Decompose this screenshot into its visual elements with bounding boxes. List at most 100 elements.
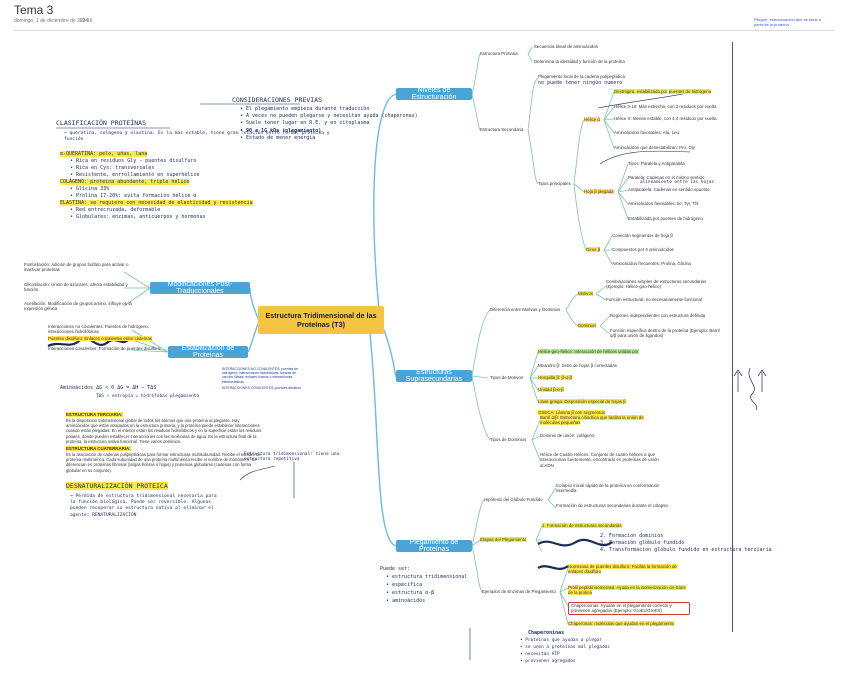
branch-modificaciones-post-traduccionales[interactable]: Modificaciones Post-Traduccionales xyxy=(150,281,250,295)
node-etapa[interactable]: 1. Formación de estructuras secundarias xyxy=(542,523,622,529)
node-hoja-item[interactable]: Paralela: Cadenas en el mismo sentido xyxy=(628,175,705,180)
hw-bottom-list-item: Puede ser: xyxy=(380,566,411,572)
node-estabilizacion-item[interactable]: Puentes disulfuro: Enlaces covalentes en… xyxy=(48,336,152,342)
page-time: 23:16 xyxy=(80,18,93,24)
node-estabilizacion-item[interactable]: Interacciones no covalentes: Puentes de … xyxy=(48,324,150,335)
node-dominios[interactable]: Dominios xyxy=(578,323,597,329)
node-helice-alfa[interactable]: Hélice α xyxy=(584,117,600,123)
node-motivos-desc[interactable]: Combinaciones simples de estructuras sec… xyxy=(606,279,707,290)
node-formacion[interactable]: Formación de estructuras secundarias dur… xyxy=(556,503,668,508)
node-helice-item[interactable]: Aminoácidos que desestabilizan: Pro, Gly xyxy=(614,145,696,150)
node-tipos-dominios[interactable]: Tipos de Dominios xyxy=(490,437,527,442)
central-topic[interactable]: Estructura Tridimensional de las Proteín… xyxy=(258,306,384,334)
node-giros-beta[interactable]: Giros β xyxy=(586,247,601,253)
node-tipos-principales[interactable]: Tipos principales xyxy=(538,181,571,186)
node-motivo-item[interactable]: Unidad β-α-β xyxy=(538,387,564,393)
hw-consideracion-item: • A veces no pueden plegarse y necesitan… xyxy=(240,113,418,119)
node-helice-item[interactable]: Dextrógira, estabilizada por puentes de … xyxy=(614,89,712,94)
page-note: Pliegue, estructuración que se tiene a p… xyxy=(754,17,821,27)
node-dominio-item[interactable]: Hélice de Cuatro Hélices: Conjunto de cu… xyxy=(540,452,659,468)
node-diferencia-motivos-dominios[interactable]: Diferencia entre Motivos y Dominios xyxy=(490,307,561,312)
hw-chaperoninas-title: Chaperoninas xyxy=(528,630,565,636)
branch-plegamiento[interactable]: Plegamiento de Proteínas xyxy=(396,539,472,553)
node-secundaria-intro[interactable]: Plegamiento local de la cadena polipeptí… xyxy=(538,74,625,79)
annotation-etapa: 3. Formación glóbulo fundido xyxy=(600,540,685,546)
node-hoja-item[interactable]: Antiparalela: Cadenas en sentido opuesto xyxy=(628,187,710,192)
connector-plegamiento xyxy=(369,333,397,547)
hw-clasificacion-item: COLÁGENO: proteína abundante, triple hél… xyxy=(60,179,190,185)
node-postraduccional-item[interactable]: Fosforilación: Adición de grupos fosfato… xyxy=(24,262,129,273)
node-motivos[interactable]: Motivos xyxy=(578,291,594,297)
node-giros-item[interactable]: Compuestos por 4 aminoácidos xyxy=(612,247,674,252)
node-hoja-item[interactable]: Aminoácidos favorables: Ile, Tyr, Thr xyxy=(628,201,699,206)
branch-estabilizacion[interactable]: Estabilización de Proteínas xyxy=(168,345,248,359)
branch-niveles-estructuracion[interactable]: Niveles de Estructuración xyxy=(396,87,472,101)
node-hipotesis-globulo-fundido[interactable]: Hipótesis del Glóbulo Fundido xyxy=(484,497,543,502)
node-motivo-item[interactable]: Horquilla β: β-α-β xyxy=(538,375,573,381)
node-hoja-item[interactable]: Estabilizada por puentes de hidrógeno xyxy=(628,216,703,221)
hw-consideracion-item: • Estado de menor energía xyxy=(240,135,316,141)
hw-desnaturalizacion-text: → Pérdida de estructura tridimensional n… xyxy=(70,494,217,518)
node-enzima-item[interactable]: Prolil peptidil isomerasa: Ayuda en la i… xyxy=(568,585,686,596)
node-helice-item[interactable]: Hélice 3-10: Más estrecha, con 3 residuo… xyxy=(614,104,717,109)
node-hoja-beta[interactable]: Hoja β plegada xyxy=(584,189,614,195)
hw-clasificacion-intro: → queratina, colágeno y elastina. Es la … xyxy=(64,131,330,142)
hw-wave-note: alineamiento entre las hojas xyxy=(640,180,715,185)
node-estabilizacion-item[interactable]: Interacciones covalentes: Formación de p… xyxy=(48,346,161,351)
cuaternaria-text: Es la asociación de cadenas polipeptídic… xyxy=(66,452,261,473)
node-postraduccional-item[interactable]: Glicosilación: Unión de azúcares, afecta… xyxy=(24,282,128,293)
node-primaria-item[interactable]: Secuencia lineal de aminoácidos xyxy=(534,44,598,49)
node-helice-item[interactable]: Hélice π: Menos estable, con 4,4 residuo… xyxy=(614,116,717,121)
node-motivo-item[interactable]: Meandro β: Serie de hojas β conectadas xyxy=(538,363,618,368)
node-postraduccional-item[interactable]: Acetilación: Modificación de grupos amin… xyxy=(24,301,132,312)
node-motivos-func[interactable]: Función estructural, no necesariamente f… xyxy=(606,297,702,302)
annotation-etapa: 2. Formación dominios xyxy=(600,533,664,539)
hw-clasificacion-item: • Glicina 33% xyxy=(70,186,110,192)
hw-clasificacion-title: CLASIFICACIÓN PROTEÍNAS xyxy=(56,119,147,127)
hw-clasificacion-item: • Rica en Cys: transversales xyxy=(70,165,155,171)
node-motivo-item[interactable]: Llave griega: Disposición especial de ho… xyxy=(538,399,626,405)
node-tipos-motivos[interactable]: Tipos de Motivos xyxy=(490,375,524,380)
node-motivo-item[interactable]: GSECA: Lámina β con segmentos xyxy=(538,410,605,416)
hw-right-note: Estructura tridimensional: tiene una est… xyxy=(244,452,340,463)
hw-consideracion-item: • El plegamiento empieza durante traducc… xyxy=(240,106,370,112)
page-margin-line xyxy=(732,42,733,632)
node-estructura-primaria[interactable]: Estructura Primaria xyxy=(480,51,518,56)
hw-chaperoninas-item: • necesitan ATP xyxy=(520,652,560,657)
node-primaria-item[interactable]: Determina la identidad y función de la p… xyxy=(534,59,625,64)
node-giros-item[interactable]: Conectan segmentos de hoja β xyxy=(612,233,673,238)
hw-clasificacion-item: • Prolina 17-20%: evita formación hélice… xyxy=(70,193,197,199)
node-dominios-reg[interactable]: Regiones independientes con estructura d… xyxy=(610,313,706,318)
hw-consideracion-item: • 90 a 1G kDa (plegamiento) xyxy=(240,128,322,134)
node-colapso[interactable]: Colapso inicial rápido de la proteína en… xyxy=(556,483,660,494)
hw-clasificacion-item: • Resistente, enrrollamiento en superhél… xyxy=(70,172,200,178)
hw-chaperoninas-item: • se unen a proteínas mal plegadas xyxy=(520,645,610,650)
connector-supra xyxy=(383,329,397,377)
node-etapas-plegamiento[interactable]: Etapas del Plegamiento xyxy=(480,537,527,543)
branch-estructuras-suprasecundarias[interactable]: Estructuras Suprasecundarias xyxy=(396,369,472,383)
node-motivo-item[interactable]: Hélice-giro-hélice: Interacción de hélic… xyxy=(538,349,639,355)
node-giros-item[interactable]: Aminoácidos frecuentes: Prolina, Glicina xyxy=(612,261,691,266)
node-dominio-item[interactable]: Barril α/β: Estructura cilíndrica que fa… xyxy=(540,415,644,426)
terciaria-title: ESTRUCTURA TERCIARIA: xyxy=(66,412,123,418)
header-divider xyxy=(14,30,834,31)
hw-chaperoninas-item: • Proteínas que ayudan a plegar xyxy=(520,638,602,643)
node-enzima-item[interactable]: Chaperonas: moléculas que ayudan en el p… xyxy=(568,621,675,627)
node-enzima-item[interactable]: Chaperoninas: Ayudan en el plegamiento c… xyxy=(568,602,690,615)
note-covalentes: INTERACCIONES COVALENTES: puentes disulf… xyxy=(222,386,302,390)
node-enzima-item[interactable]: Isomerasa de puentes disulfuro: Facilita… xyxy=(568,564,677,575)
annotation-etapa: 4. Transformación glóbulo fundido en est… xyxy=(600,547,772,553)
node-enzimas-plegamiento[interactable]: Ejemplos de Enzimas de Plegamiento xyxy=(482,589,556,594)
node-hoja-item[interactable]: Tipos: Paralela y Antiparalela xyxy=(628,161,685,166)
node-helice-item[interactable]: Aminoácidos favorables: Ala, Leu xyxy=(614,130,679,135)
hw-chaperoninas-item: • previenen agregados xyxy=(520,659,576,664)
page-title: Tema 3 xyxy=(14,3,54,17)
hw-bottom-list-item: • estructura tridimensional xyxy=(386,574,468,580)
hw-clasificacion-item: • Rica en residuos Gly - puentes disulfu… xyxy=(70,158,197,164)
node-dominios-func[interactable]: Función específica dentro de la proteína… xyxy=(610,328,720,339)
page-header: Tema 3 domingo, 1 de diciembre de 2024 2… xyxy=(0,0,848,34)
note-no-covalentes: INTERACCIONES NO COVALENTES: puentes de … xyxy=(222,367,299,384)
connector-postraduccional xyxy=(249,287,259,319)
node-dominio-item[interactable]: Dominio de unión: colágeno xyxy=(540,433,595,438)
node-estructura-secundaria[interactable]: Estructura Secundaria xyxy=(480,127,524,132)
